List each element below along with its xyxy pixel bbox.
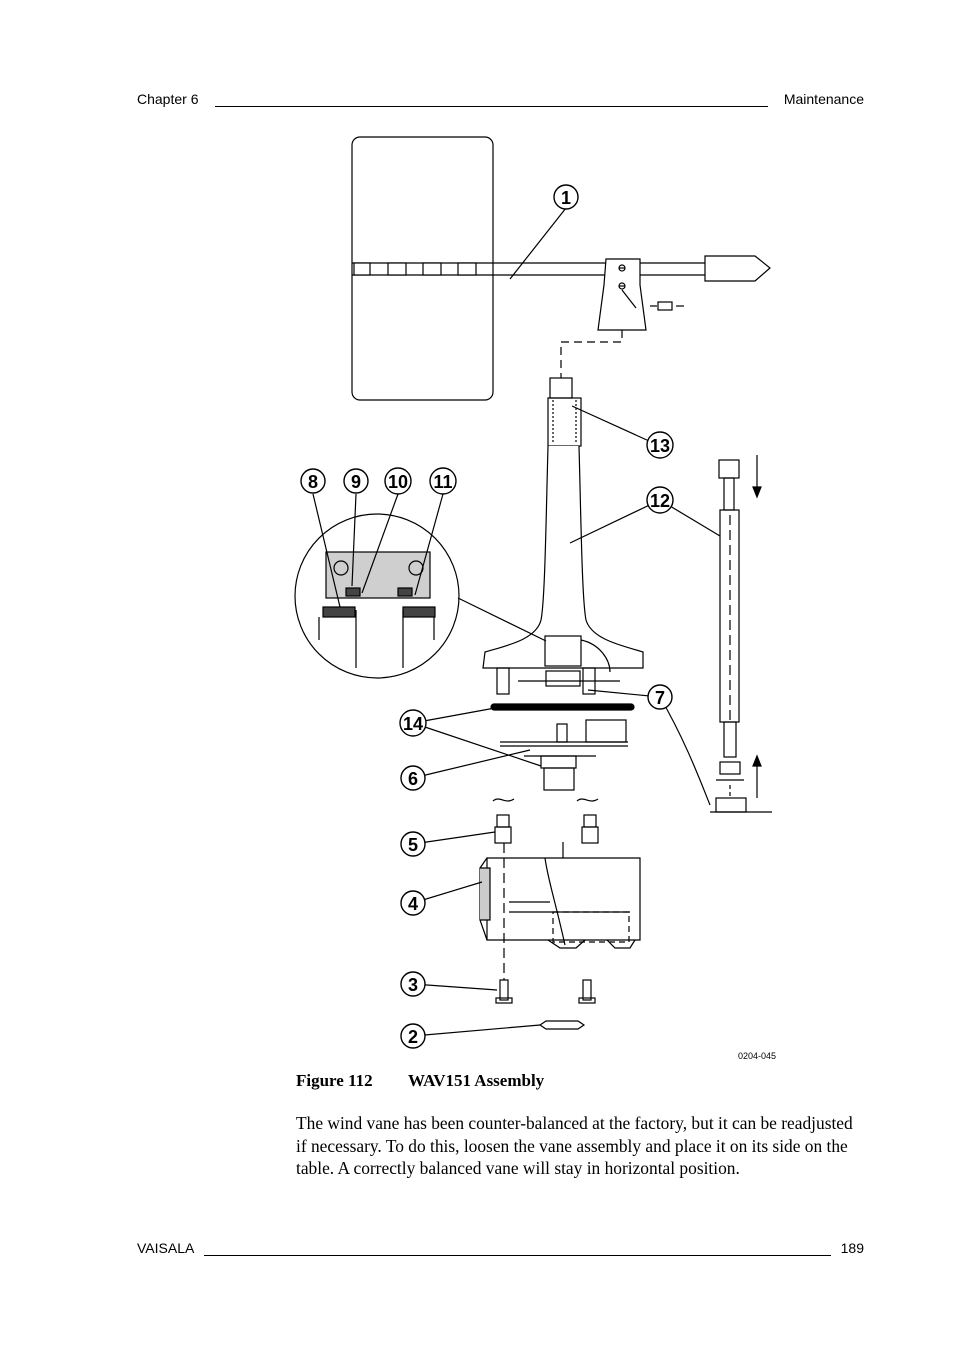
- callout-9: 9: [343, 468, 369, 494]
- svg-text:13: 13: [650, 436, 670, 456]
- callout-10: 10: [384, 467, 412, 495]
- caption-title: WAV151 Assembly: [408, 1071, 545, 1090]
- svg-text:8: 8: [308, 472, 318, 492]
- detail-magnifier: [294, 513, 460, 679]
- figure-caption: Figure 112 WAV151 Assembly: [296, 1071, 544, 1091]
- callout-7: 7: [647, 684, 673, 710]
- svg-text:1: 1: [561, 188, 571, 208]
- footer-rule: [204, 1255, 831, 1256]
- nut-13: [718, 459, 740, 479]
- company-label: VAISALA: [137, 1240, 195, 1256]
- svg-text:5: 5: [408, 835, 418, 855]
- callout-11: 11: [429, 467, 457, 495]
- caption-number: Figure 112: [296, 1071, 373, 1090]
- svg-text:6: 6: [408, 769, 418, 789]
- svg-text:11: 11: [433, 472, 452, 492]
- svg-text:4: 4: [408, 894, 418, 914]
- callout-4: 4: [400, 890, 426, 916]
- svg-text:2: 2: [408, 1027, 418, 1047]
- svg-text:12: 12: [650, 491, 670, 511]
- page-header: Chapter 6 Maintenance: [137, 88, 864, 110]
- chapter-label: Chapter 6: [137, 91, 199, 107]
- callout-12: 12: [646, 486, 674, 514]
- svg-text:14: 14: [403, 714, 423, 734]
- housing: [486, 857, 641, 941]
- assembly-figure: 1 13 12 8 9 10 11 7 14 6 5 4 3 2 0204-04…: [290, 130, 790, 1070]
- callout-1: 1: [553, 184, 579, 210]
- svg-text:9: 9: [351, 472, 361, 492]
- header-rule: [215, 106, 768, 107]
- wav151-assembly-drawing: 1 13 12 8 9 10 11 7 14 6 5 4 3 2 0204-04…: [294, 136, 776, 1061]
- page-number: 189: [840, 1240, 864, 1256]
- body-paragraph: The wind vane has been counter-balanced …: [296, 1113, 853, 1178]
- figure-code: 0204-045: [738, 1051, 776, 1061]
- callout-13: 13: [646, 431, 674, 459]
- vane-blade: [351, 136, 494, 401]
- svg-text:3: 3: [408, 975, 418, 995]
- shaft-12: [719, 509, 740, 723]
- callout-6: 6: [400, 765, 426, 791]
- section-label: Maintenance: [783, 91, 864, 107]
- vane-hub: [597, 258, 647, 331]
- svg-text:7: 7: [655, 688, 665, 708]
- page-footer: VAISALA 189: [137, 1233, 864, 1256]
- callout-3: 3: [400, 971, 426, 997]
- callout-5: 5: [400, 831, 426, 857]
- counterweight: [704, 255, 771, 282]
- callout-8: 8: [300, 468, 326, 494]
- callout-2: 2: [400, 1023, 426, 1049]
- vane-body: [482, 445, 644, 669]
- svg-text:10: 10: [388, 472, 408, 492]
- callout-14: 14: [399, 709, 427, 737]
